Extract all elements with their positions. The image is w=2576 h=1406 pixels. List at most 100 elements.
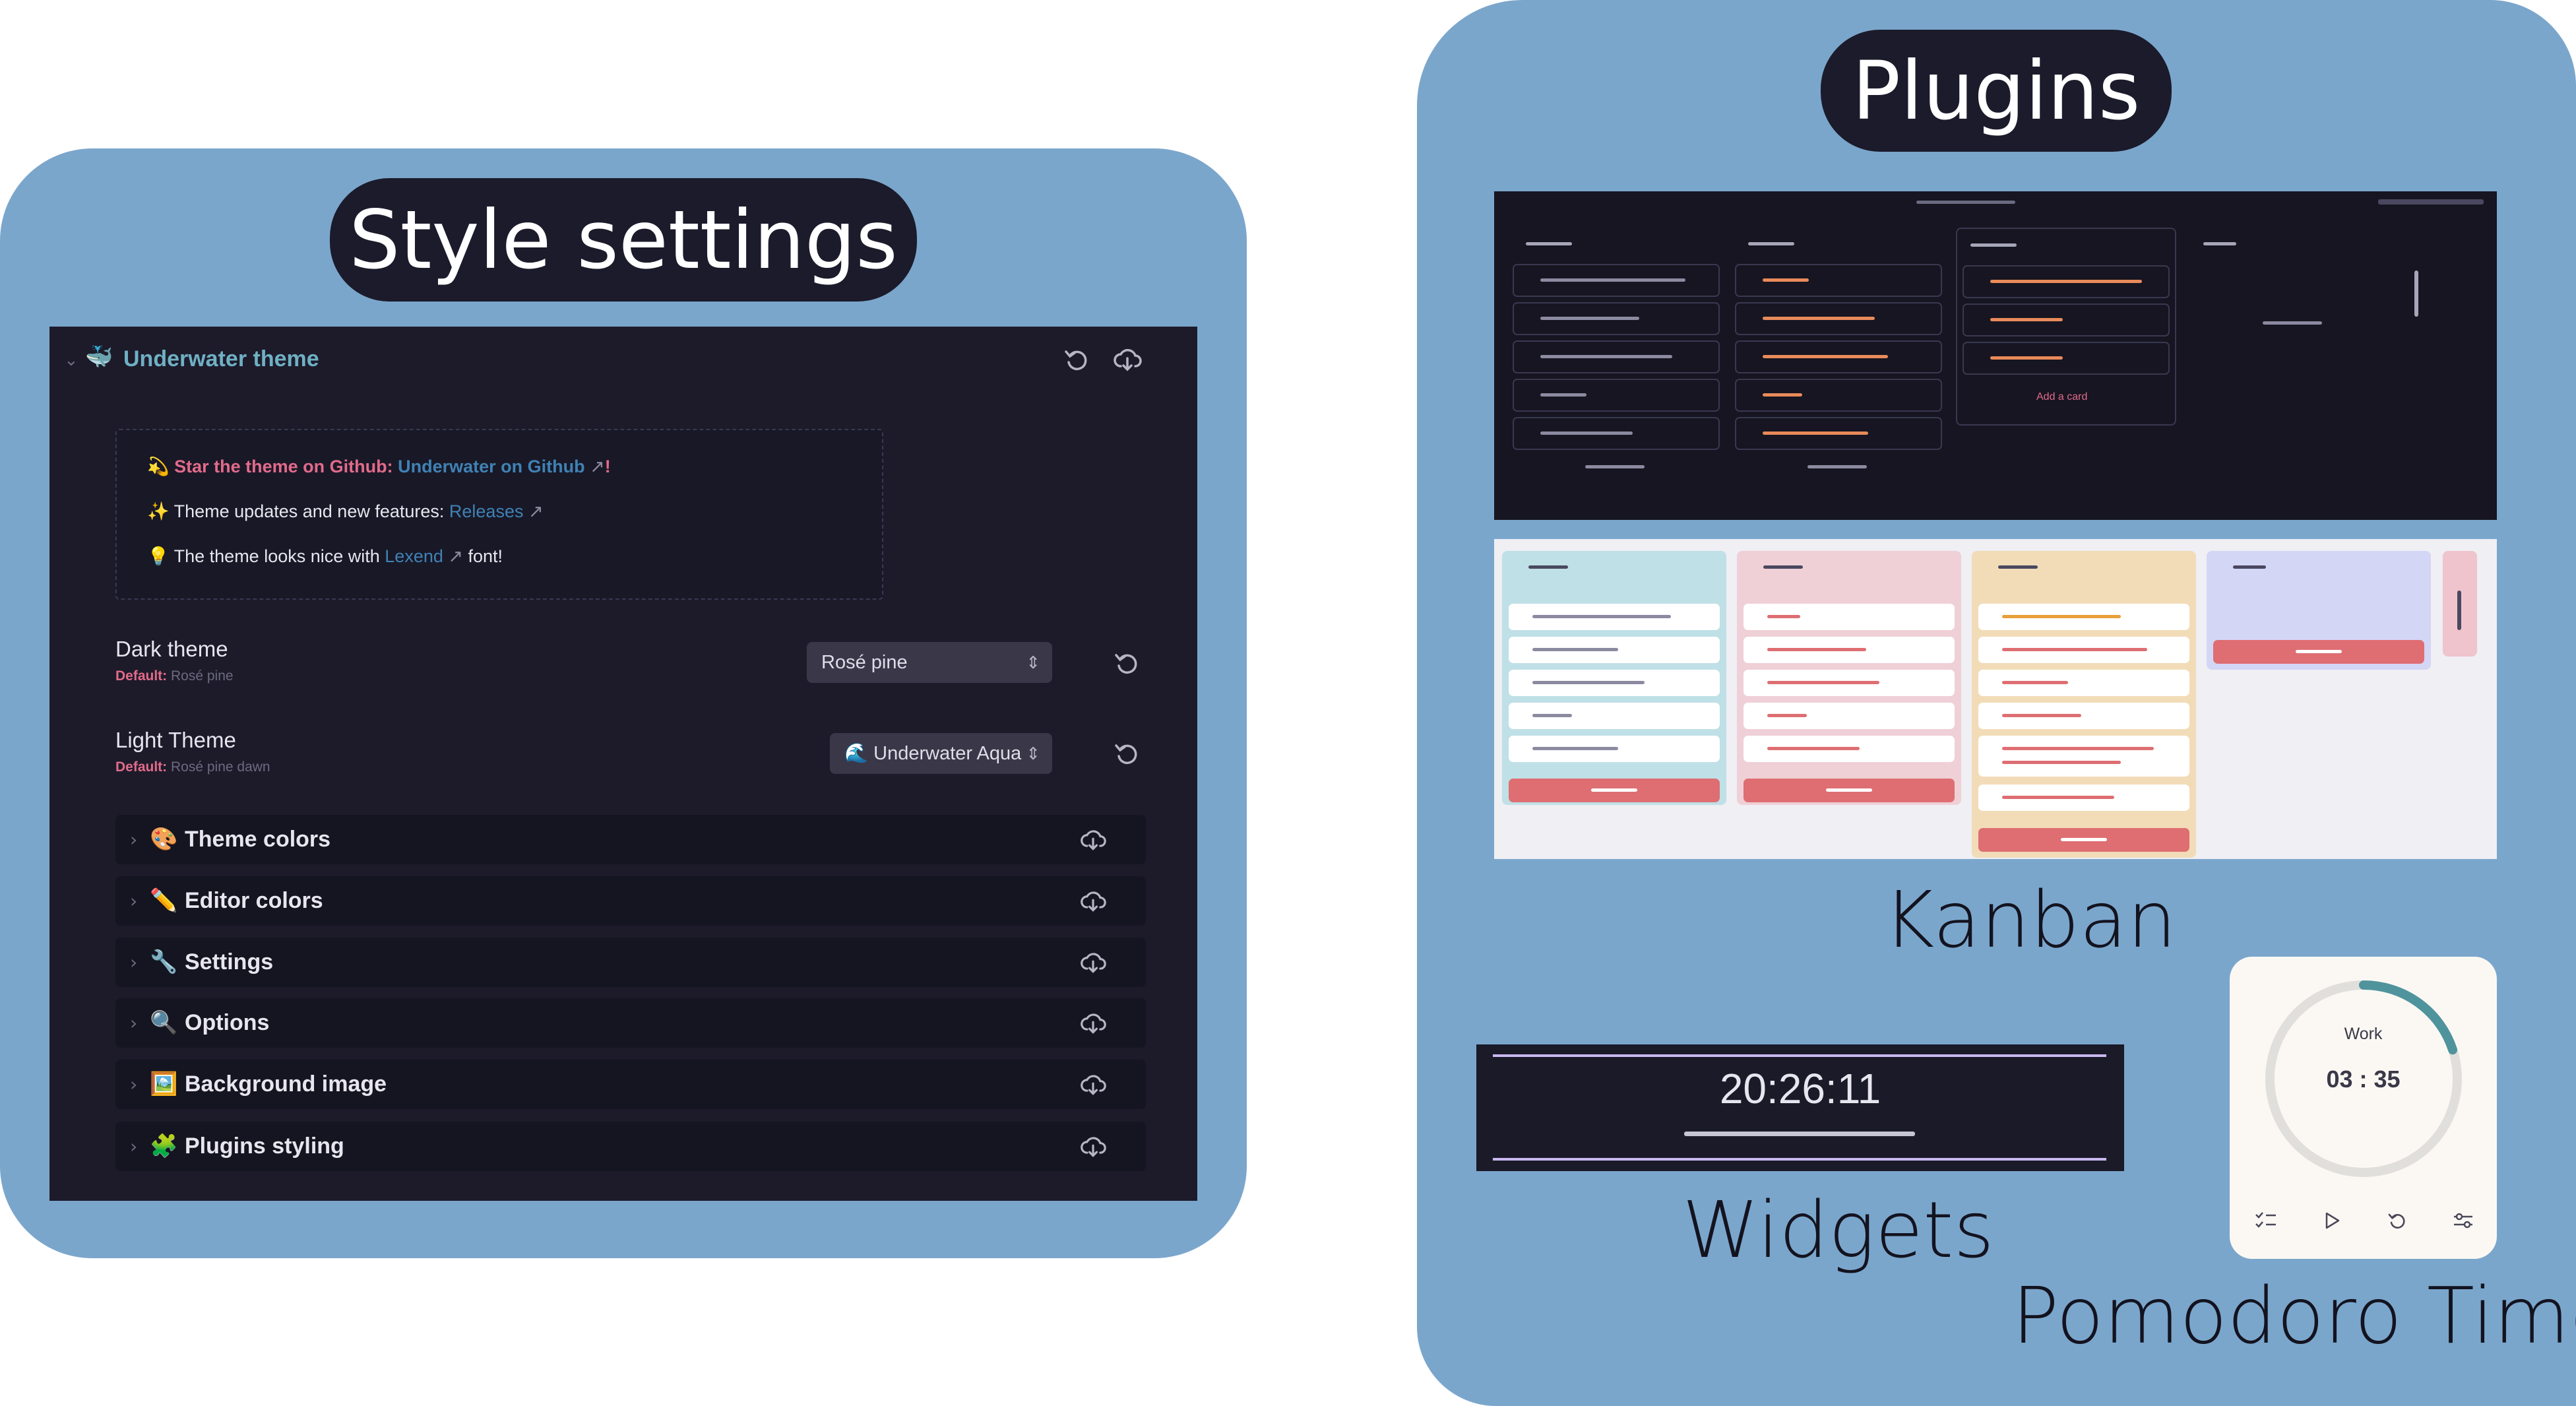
dark-theme-select[interactable]: Rosé pine ⇕ [807, 642, 1052, 683]
github-link[interactable]: Underwater on Github [398, 457, 585, 476]
chevron-right-icon: › [130, 1135, 138, 1157]
add-card-button[interactable]: Add a card [2036, 391, 2088, 402]
kanban-card[interactable] [1513, 417, 1720, 450]
kanban-card[interactable] [1513, 264, 1720, 297]
kanban-card[interactable] [1513, 340, 1720, 373]
clock-widget: 20:26:11 [1476, 1044, 2124, 1171]
dark-theme-value: Rosé pine [821, 652, 908, 673]
default-value: Rosé pine [171, 668, 234, 684]
chevron-right-icon: › [130, 1073, 138, 1095]
reset-dark-icon[interactable] [1114, 650, 1140, 676]
light-theme-select[interactable]: 🌊 Underwater Aqua ⇕ [830, 733, 1052, 774]
kanban-card[interactable] [1735, 379, 1942, 412]
group-label: Plugins styling [185, 1134, 344, 1159]
kanban-card[interactable] [1978, 637, 2189, 663]
bottom-rule [1493, 1158, 2106, 1161]
kanban-card[interactable] [1744, 703, 1955, 729]
cloud-download-icon[interactable] [1080, 1010, 1106, 1037]
add-card-button[interactable] [1744, 779, 1955, 802]
cloud-download-icon[interactable] [1080, 1071, 1106, 1098]
date-placeholder [1684, 1132, 1915, 1136]
collapse-chevron-icon[interactable]: ⌄ [64, 350, 79, 369]
kanban-card[interactable] [1978, 604, 2189, 630]
kanban-card[interactable] [1735, 417, 1942, 450]
updates-text: ✨ Theme updates and new features: [147, 501, 449, 521]
group-editor-colors[interactable]: › ✏️ Editor colors [115, 876, 1146, 926]
reset-light-icon[interactable] [1114, 740, 1140, 767]
kanban-card[interactable] [1509, 703, 1720, 729]
pomodoro-widget: Work 03 : 35 [2230, 957, 2497, 1259]
kanban-card[interactable] [1735, 302, 1942, 335]
group-theme-colors[interactable]: › 🎨 Theme colors [115, 815, 1146, 864]
kanban-card[interactable] [1509, 736, 1720, 762]
reset-timer-icon[interactable] [2387, 1211, 2408, 1230]
add-card-button[interactable] [1509, 779, 1720, 802]
kanban-lane: Add a card [1956, 228, 2176, 426]
select-caret-icon: ⇕ [1026, 744, 1040, 763]
cloud-download-icon[interactable] [1080, 949, 1106, 976]
timer-progress-arc [2265, 980, 2462, 1177]
group-plugins-styling[interactable]: › 🧩 Plugins styling [115, 1122, 1146, 1171]
kanban-card[interactable] [1978, 784, 2189, 811]
kanban-card[interactable] [1509, 637, 1720, 663]
kanban-card[interactable] [1963, 265, 2170, 298]
group-background-image[interactable]: › 🖼️ Background image [115, 1060, 1146, 1109]
cloud-download-icon[interactable] [1080, 888, 1106, 914]
cloud-download-icon[interactable] [1080, 827, 1106, 853]
kanban-card[interactable] [1978, 736, 2189, 777]
toolbar-icons [2378, 199, 2484, 205]
sparkle-emoji: 💫 [147, 457, 175, 476]
lexend-link[interactable]: Lexend [385, 546, 443, 566]
puzzle-emoji: 🧩 [150, 1133, 178, 1159]
collapsed-lane [2443, 551, 2477, 656]
palette-emoji: 🎨 [150, 826, 178, 852]
kanban-card[interactable] [1963, 342, 2170, 375]
kanban-card[interactable] [1735, 340, 1942, 373]
cloud-download-icon[interactable] [1080, 1134, 1106, 1160]
light-theme-label: Light Theme [115, 728, 236, 752]
light-theme-value: 🌊 Underwater Aqua [844, 743, 1022, 764]
timer-mode: Work [2344, 1025, 2383, 1043]
info-callout [115, 429, 883, 600]
kanban-card[interactable] [1978, 703, 2189, 729]
task-list-icon[interactable] [2255, 1211, 2277, 1230]
kanban-lane [1502, 551, 1726, 805]
play-icon[interactable] [2322, 1211, 2342, 1230]
kanban-lane [1735, 228, 1942, 478]
kanban-card[interactable] [1978, 670, 2189, 696]
kanban-card[interactable] [1509, 670, 1720, 696]
cloud-download-icon[interactable] [1113, 346, 1142, 373]
external-link-icon: ↗ [584, 457, 605, 476]
kanban-lane [1737, 551, 1961, 805]
star-line: 💫 Star the theme on Github: Underwater o… [147, 456, 611, 477]
chevron-right-icon: › [130, 951, 138, 973]
kanban-card[interactable] [1744, 670, 1955, 696]
chevron-right-icon: › [130, 1012, 138, 1034]
font-suffix: font! [463, 546, 503, 566]
kanban-lane [1972, 551, 2196, 858]
kanban-card[interactable] [1735, 264, 1942, 297]
chevron-right-icon: › [130, 890, 138, 912]
star-label: Star the theme on Github: [174, 457, 398, 476]
kanban-card[interactable] [1744, 736, 1955, 762]
kanban-card[interactable] [1744, 637, 1955, 663]
collapsed-lane [2414, 271, 2418, 317]
reset-icon[interactable] [1063, 346, 1090, 373]
kanban-card[interactable] [1513, 379, 1720, 412]
style-settings-title: Style settings [330, 178, 917, 302]
group-settings[interactable]: › 🔧 Settings [115, 938, 1146, 987]
group-options[interactable]: › 🔍 Options [115, 998, 1146, 1048]
kanban-lane [2190, 228, 2395, 360]
kanban-lane [1513, 228, 1720, 478]
releases-link[interactable]: Releases [449, 501, 524, 521]
kanban-card[interactable] [1509, 604, 1720, 630]
add-card-button[interactable] [2213, 640, 2424, 664]
select-caret-icon: ⇕ [1026, 653, 1040, 672]
style-settings-window: ⌄ 🐳 Underwater theme 💫 Star the theme on… [49, 327, 1197, 1201]
kanban-card[interactable] [1513, 302, 1720, 335]
kanban-card[interactable] [1744, 604, 1955, 630]
kanban-card[interactable] [1963, 304, 2170, 336]
settings-sliders-icon[interactable] [2453, 1211, 2474, 1230]
add-card-button[interactable] [1978, 828, 2189, 852]
section-title[interactable]: Underwater theme [123, 346, 319, 371]
